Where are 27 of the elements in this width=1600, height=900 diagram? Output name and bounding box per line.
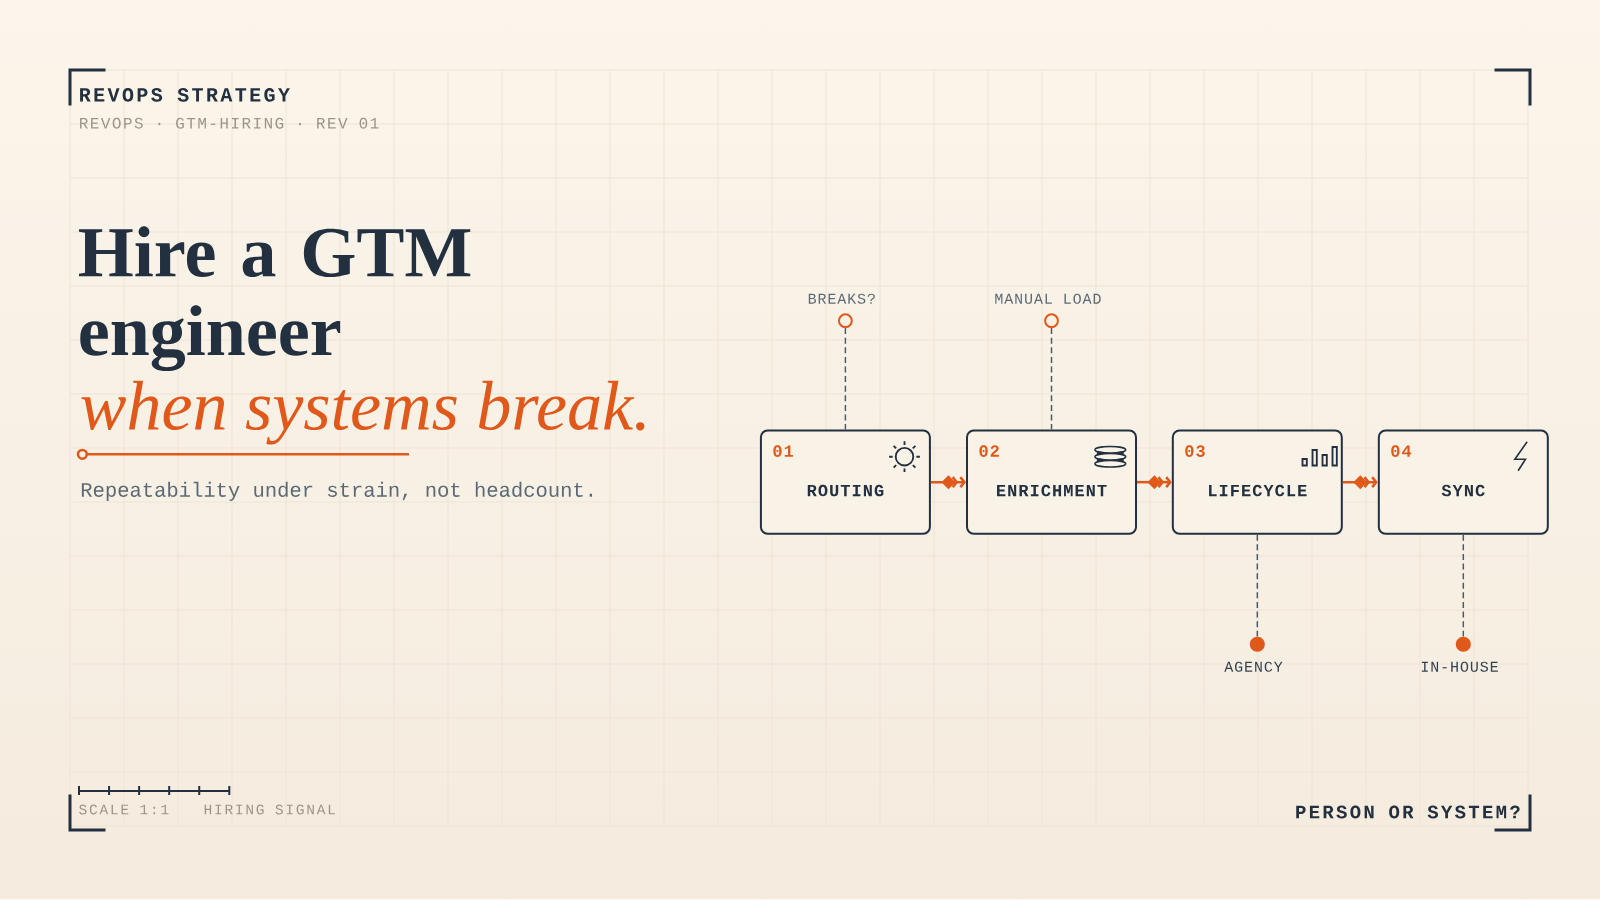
footer-question: PERSON OR SYSTEM? [1296, 805, 1520, 819]
flow-arrow [1342, 475, 1378, 490]
subtitle: Repeatability under strain, not headcount. [81, 481, 593, 501]
step-number: 04 [1391, 445, 1412, 457]
leader-line [1050, 327, 1053, 431]
step-number: 03 [1185, 445, 1205, 457]
header-text: REVOPS STRATEGY [80, 88, 290, 102]
leader-line [1462, 534, 1465, 638]
flow-arrow [1137, 475, 1172, 490]
callout-label: AGENCY [1224, 661, 1283, 672]
headline: Hire a GTM engineer [79, 226, 471, 371]
ring-marker [1044, 313, 1059, 329]
leader-line [1256, 534, 1259, 638]
ring-marker [838, 313, 853, 329]
dot-marker [1455, 636, 1471, 652]
callout-label: IN-HOUSE [1421, 661, 1498, 672]
scale-label: SCALE 1:1 [79, 804, 169, 815]
callout-label: BREAKS? [808, 293, 875, 304]
step-number: 01 [773, 445, 794, 457]
footer-label: HIRING SIGNAL [204, 804, 335, 815]
step-number: 02 [979, 445, 999, 457]
headline-tagline: when systems break. [81, 380, 645, 445]
dot-marker [1249, 636, 1265, 652]
leader-line [844, 327, 847, 431]
meta-line: REVOPS · GTM-HIRING · REV 01 [80, 117, 379, 129]
callout-label: MANUAL LOAD [995, 293, 1101, 304]
flow-arrow [930, 475, 966, 490]
